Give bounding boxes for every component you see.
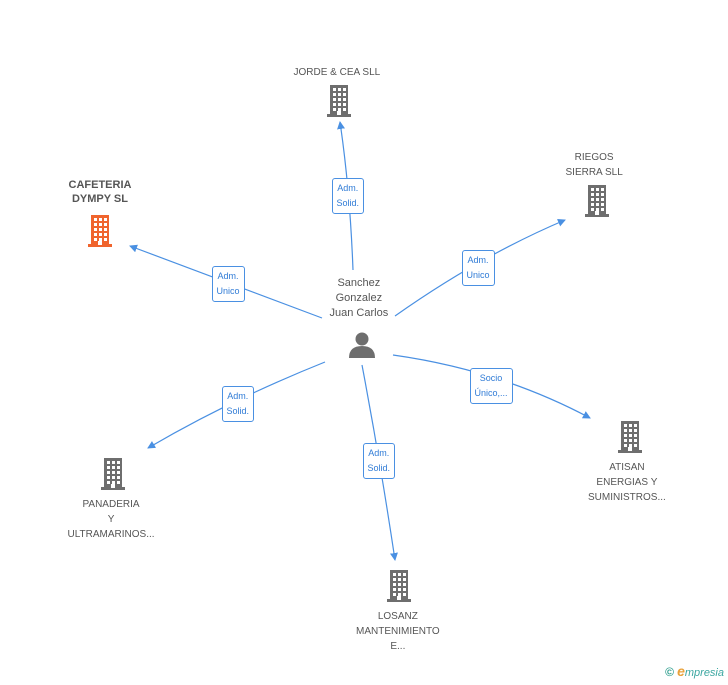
node-label-line: SIERRA SLL <box>565 167 623 178</box>
node-label-riegos[interactable]: RIEGOS SIERRA SLL <box>566 150 623 180</box>
node-label-cafeteria[interactable]: CAFETERIA DYMPY SL <box>69 178 132 206</box>
copyright-symbol: © <box>665 665 675 679</box>
edge-label-line: Adm. <box>217 271 239 281</box>
edge-label-line: Adm. <box>467 255 489 265</box>
node-label-line: MANTENIMIENTO <box>356 626 440 637</box>
edge-label-cafeteria[interactable]: Adm. Unico <box>211 266 245 302</box>
node-label-losanz[interactable]: LOSANZ MANTENIMIENTO E... <box>356 609 440 654</box>
edge-label-line: Unico <box>466 270 490 280</box>
edge-label-losanz[interactable]: Adm. Solid. <box>362 443 396 479</box>
center-name-line: Juan Carlos <box>329 307 389 319</box>
node-label-line: SUMINISTROS... <box>588 492 666 503</box>
node-label-line: JORDE & CEA SLL <box>293 67 381 78</box>
node-label-line: ENERGIAS Y <box>596 477 658 488</box>
edge-label-line: Solid. <box>367 463 391 473</box>
node-label-line: RIEGOS <box>574 152 614 163</box>
node-label-line: DYMPY SL <box>71 193 128 205</box>
edge-label-line: Único,... <box>474 388 508 398</box>
empresia-logo: © empresia <box>665 663 724 679</box>
edge-label-line: Adm. <box>337 183 359 193</box>
edge-label-line: Adm. <box>227 391 249 401</box>
building-icon-cafeteria[interactable] <box>88 215 112 247</box>
center-name-line: Gonzalez <box>335 292 383 304</box>
logo-wordmark: mpresia <box>684 667 724 679</box>
node-label-line: CAFETERIA <box>68 179 132 191</box>
edge-label-line: Solid. <box>226 406 250 416</box>
edge-label-line: Unico <box>216 286 240 296</box>
node-label-line: PANADERIA <box>82 499 140 510</box>
node-label-line: ULTRAMARINOS... <box>67 529 155 540</box>
building-icon-atisan[interactable] <box>618 421 642 453</box>
edge-label-line: Socio <box>479 373 503 383</box>
center-name-line: Sanchez <box>337 277 381 289</box>
edge-label-panaderia[interactable]: Adm. Solid. <box>221 386 255 422</box>
edge-label-line: Solid. <box>336 198 360 208</box>
node-label-atisan[interactable]: ATISAN ENERGIAS Y SUMINISTROS... <box>588 460 666 505</box>
node-label-panaderia[interactable]: PANADERIA Y ULTRAMARINOS... <box>68 497 155 542</box>
node-label-line: ATISAN <box>609 462 645 473</box>
node-label-line: E... <box>390 641 406 652</box>
person-icon[interactable] <box>349 332 375 359</box>
building-icon-losanz[interactable] <box>387 570 411 602</box>
building-icon-jorde[interactable] <box>327 85 351 117</box>
node-label-line: Y <box>107 514 115 525</box>
node-label-line: LOSANZ <box>377 611 418 622</box>
edge-label-riegos[interactable]: Adm. Unico <box>461 250 495 286</box>
node-label-jorde[interactable]: JORDE & CEA SLL <box>294 65 381 80</box>
edge-label-line: Adm. <box>368 448 390 458</box>
building-icon-riegos[interactable] <box>585 185 609 217</box>
building-icon-panaderia[interactable] <box>101 458 125 490</box>
logo-letter-e: e <box>677 663 685 679</box>
edge-label-jorde[interactable]: Adm. Solid. <box>331 178 365 214</box>
